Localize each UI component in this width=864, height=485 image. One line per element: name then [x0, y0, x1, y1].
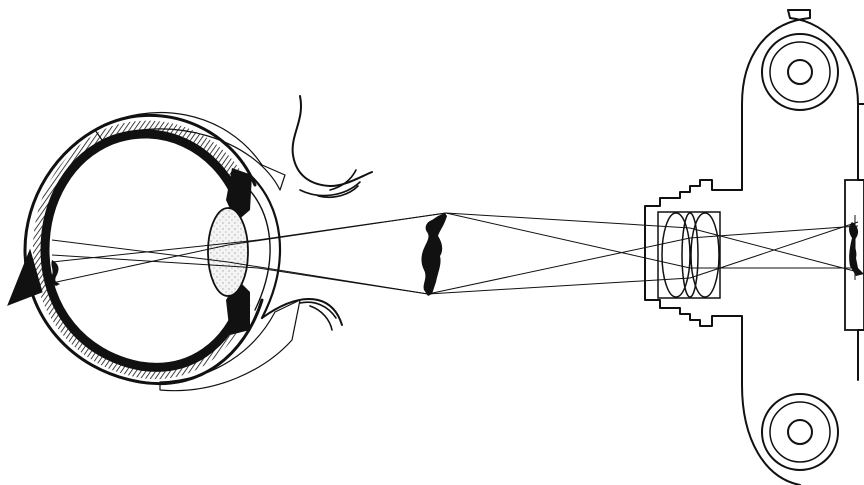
light-rays — [52, 213, 858, 294]
standing-figure-icon — [421, 213, 447, 296]
lens-element-1 — [662, 213, 690, 297]
ray-camera-top — [446, 213, 690, 228]
film-image-figure-icon — [849, 222, 864, 276]
upper-eyelid — [293, 96, 372, 186]
upper-lashes — [300, 170, 360, 197]
lens-element-3 — [691, 213, 719, 297]
top-film-reel-icon — [762, 34, 838, 110]
object-figure — [421, 213, 447, 296]
lens-barrel — [658, 212, 720, 298]
bottom-film-reel-icon — [762, 394, 838, 470]
eye-cross-section — [8, 96, 372, 391]
lens-stipple — [209, 209, 247, 295]
camera-body — [645, 10, 864, 485]
camera-cross-section — [645, 10, 864, 485]
